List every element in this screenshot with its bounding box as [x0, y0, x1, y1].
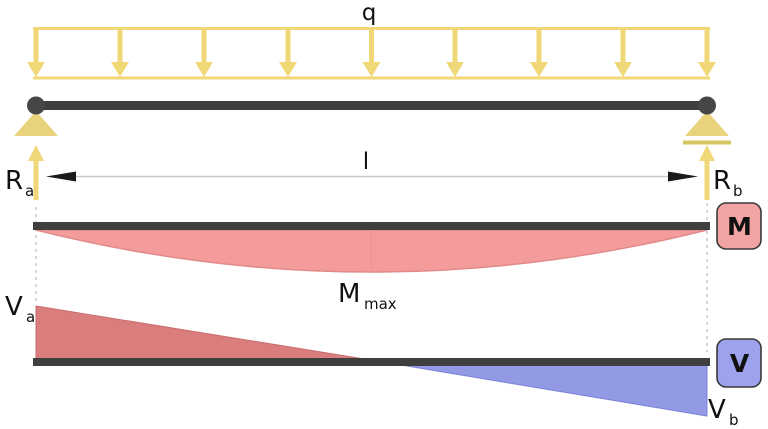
dimension-arrow-right-icon	[668, 171, 698, 182]
moment-max-subscript: max	[364, 295, 397, 313]
span-label: l	[363, 149, 369, 175]
reaction-a-label: R	[5, 166, 23, 196]
load-arrow-icon	[279, 29, 297, 77]
reaction-a-arrow-icon	[33, 159, 39, 200]
dimension-arrow-left-icon	[46, 171, 76, 182]
shear-diagram: V a V b V	[5, 292, 762, 429]
shear-a-subscript: a	[26, 308, 35, 326]
load-arrow-icon	[614, 29, 632, 77]
beam-node-b	[698, 96, 716, 115]
load-arrow-icon	[195, 29, 213, 77]
load-arrow-icon	[111, 29, 129, 77]
reaction-a-subscript: a	[25, 182, 34, 200]
shear-negative-area	[382, 361, 708, 417]
shear-badge-label: V	[730, 349, 750, 378]
moment-diagram: M max M	[33, 202, 762, 313]
shear-b-label: V	[708, 395, 726, 425]
load-arrow-icon	[27, 29, 45, 77]
beam	[14, 96, 731, 145]
load-arrow-icon	[698, 29, 716, 77]
moment-baseline	[33, 222, 710, 230]
shear-b-subscript: b	[729, 411, 739, 429]
pin-support-icon	[14, 111, 58, 136]
load-arrow-icon	[530, 29, 548, 77]
shear-badge	[716, 338, 762, 388]
reaction-a: R a	[5, 145, 44, 200]
reaction-a-arrowhead-icon	[28, 145, 44, 161]
moment-max-label: M	[338, 279, 360, 309]
reaction-b-subscript: b	[733, 182, 743, 200]
beam-node-a	[27, 96, 45, 115]
beam-bar	[33, 101, 710, 110]
moment-badge-label: M	[727, 212, 752, 241]
roller-support-icon	[685, 111, 729, 136]
shear-a-label: V	[5, 292, 23, 322]
reaction-b-arrow-icon	[704, 159, 710, 200]
shear-positive-area	[35, 305, 384, 363]
load-arrow-icon	[446, 29, 464, 77]
shear-baseline	[33, 358, 710, 366]
reaction-b-arrowhead-icon	[699, 145, 715, 161]
load-arrow-icon	[362, 29, 381, 77]
distributed-load-label: q	[362, 0, 377, 26]
moment-badge	[716, 202, 762, 250]
reaction-b-label: R	[713, 166, 731, 196]
distributed-load: q	[27, 0, 716, 80]
span-dimension: l	[46, 149, 698, 182]
reaction-b: R b	[699, 145, 743, 200]
